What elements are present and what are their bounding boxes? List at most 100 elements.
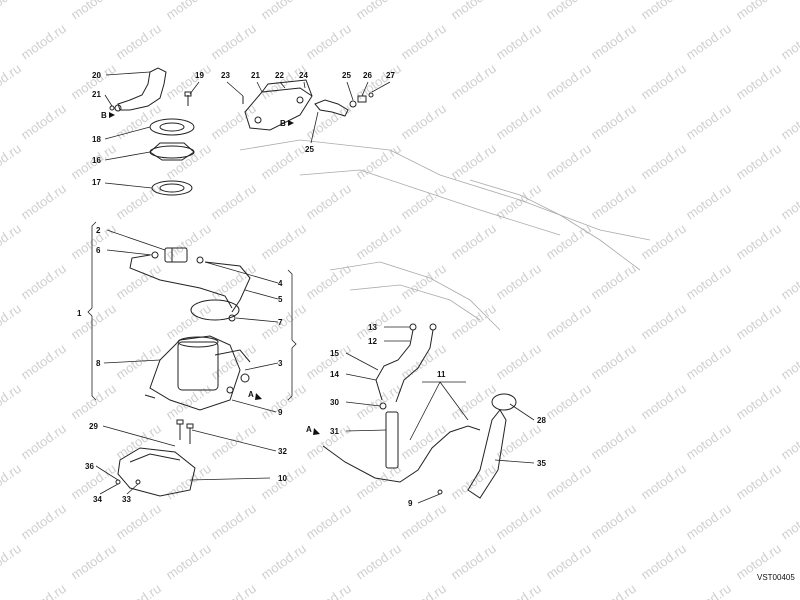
watermark-text: motod.ru [398, 421, 449, 463]
watermark-text: motod.ru [778, 181, 800, 223]
watermark-text: motod.ru [208, 421, 259, 463]
view-marker-b-left: B [101, 111, 107, 120]
callout-32: 32 [278, 447, 287, 456]
callout-9-right: 9 [408, 499, 413, 508]
watermark-text: motod.ru [683, 341, 734, 383]
watermark-text: motod.ru [683, 581, 734, 600]
watermark-text: motod.ru [588, 501, 639, 543]
watermark-text: motod.ru [683, 21, 734, 63]
breather-hose-assembly [109, 67, 167, 112]
watermark-text: motod.ru [353, 541, 404, 583]
callout-21-left: 21 [92, 90, 101, 99]
watermark-text: motod.ru [588, 181, 639, 223]
callout-1: 1 [77, 309, 82, 318]
callout-9-left: 9 [278, 408, 283, 417]
watermark-text: motod.ru [683, 261, 734, 303]
watermark-text: motod.ru [0, 381, 24, 423]
callout-28: 28 [537, 416, 546, 425]
callout-31: 31 [330, 427, 339, 436]
watermark-text: motod.ru [303, 261, 354, 303]
watermark-text: motod.ru [163, 0, 214, 22]
callout-numbers: 20 21 18 16 17 19 23 21 22 24 25 26 27 2… [77, 71, 546, 508]
frame-outline-ghost [239, 139, 651, 331]
watermark-text: motod.ru [258, 61, 309, 103]
watermark-text: motod.ru [733, 61, 784, 103]
callout-19: 19 [195, 71, 204, 80]
watermark-text: motod.ru [493, 581, 544, 600]
watermark-text: motod.ru [163, 461, 214, 503]
watermark-text: motod.ru [163, 221, 214, 263]
watermark-text: motod.ru [638, 541, 689, 583]
watermark-text: motod.ru [543, 301, 594, 343]
watermark-text: motod.ru [543, 541, 594, 583]
callout-5: 5 [278, 295, 283, 304]
callout-6: 6 [96, 246, 101, 255]
watermark-text: motod.ru [448, 0, 499, 22]
watermark-text: motod.ru [588, 21, 639, 63]
callout-15: 15 [330, 349, 339, 358]
watermark-text: motod.ru [18, 421, 69, 463]
watermark-text: motod.ru [733, 141, 784, 183]
watermark-text: motod.ru [113, 21, 164, 63]
watermark-text: motod.ru [163, 541, 214, 583]
watermark-text: motod.ru [18, 181, 69, 223]
group-bracket-right [287, 269, 297, 401]
watermark-text: motod.ru [778, 421, 800, 463]
callout-11: 11 [437, 370, 446, 379]
watermark-text: motod.ru [543, 61, 594, 103]
callout-17: 17 [92, 178, 101, 187]
callout-25-bottom: 25 [305, 145, 314, 154]
watermark-text: motod.ru [113, 421, 164, 463]
diagram-code: VST00405 [757, 573, 795, 582]
watermark-text: motod.ru [448, 221, 499, 263]
watermark-text: motod.ru [18, 21, 69, 63]
watermark-text: motod.ru [0, 461, 24, 503]
watermark-text: motod.ru [398, 181, 449, 223]
sensor-cable-11 [322, 425, 481, 483]
watermark-text: motod.ru [448, 541, 499, 583]
hose-set-14-15 [375, 323, 437, 403]
watermark-text: motod.ru [588, 101, 639, 143]
watermark-text: motod.ru [398, 21, 449, 63]
watermark-text: motod.ru [18, 261, 69, 303]
watermark-text: motod.ru [353, 221, 404, 263]
watermark-text: motod.ru [683, 101, 734, 143]
watermark-text: motod.ru [18, 501, 69, 543]
callout-16: 16 [92, 156, 101, 165]
watermark-text: motod.ru [398, 101, 449, 143]
watermark-text: motod.ru [303, 501, 354, 543]
watermark-text: motod.ru [258, 221, 309, 263]
callout-21-top: 21 [251, 71, 260, 80]
watermark-text: motod.ru [638, 301, 689, 343]
watermark-text: motod.ru [493, 101, 544, 143]
view-marker-a-right: A [306, 425, 312, 434]
callout-33: 33 [122, 495, 131, 504]
drain-tube-31 [379, 402, 399, 469]
watermark-text: motod.ru [303, 341, 354, 383]
arrow-a-right [313, 428, 320, 435]
watermark-text: motod.ru [113, 341, 164, 383]
watermark-text: motod.ru [493, 501, 544, 543]
callout-13: 13 [368, 323, 377, 332]
watermark-text: motod.ru [778, 581, 800, 600]
watermark-text: motod.ru [258, 301, 309, 343]
view-marker-b-right: B [280, 119, 286, 128]
watermark-text: motod.ru [733, 461, 784, 503]
watermark-text: motod.ru [543, 141, 594, 183]
watermark-text: motod.ru [18, 581, 69, 600]
fuel-hose-loop [129, 254, 251, 313]
watermark-text: motod.ru [18, 101, 69, 143]
watermark-text: motod.ru [733, 381, 784, 423]
watermark-text: motod.ru [68, 301, 119, 343]
callout-3: 3 [278, 359, 283, 368]
callout-14: 14 [330, 370, 339, 379]
leader-lines [95, 71, 535, 504]
callout-30: 30 [330, 398, 339, 407]
watermark-text: motod.ru [733, 301, 784, 343]
watermark-text: motod.ru [303, 581, 354, 600]
watermark-text: motod.ru [493, 21, 544, 63]
watermark-text: motod.ru [68, 381, 119, 423]
watermark-text: motod.ru [638, 61, 689, 103]
watermark-text: motod.ru [68, 541, 119, 583]
